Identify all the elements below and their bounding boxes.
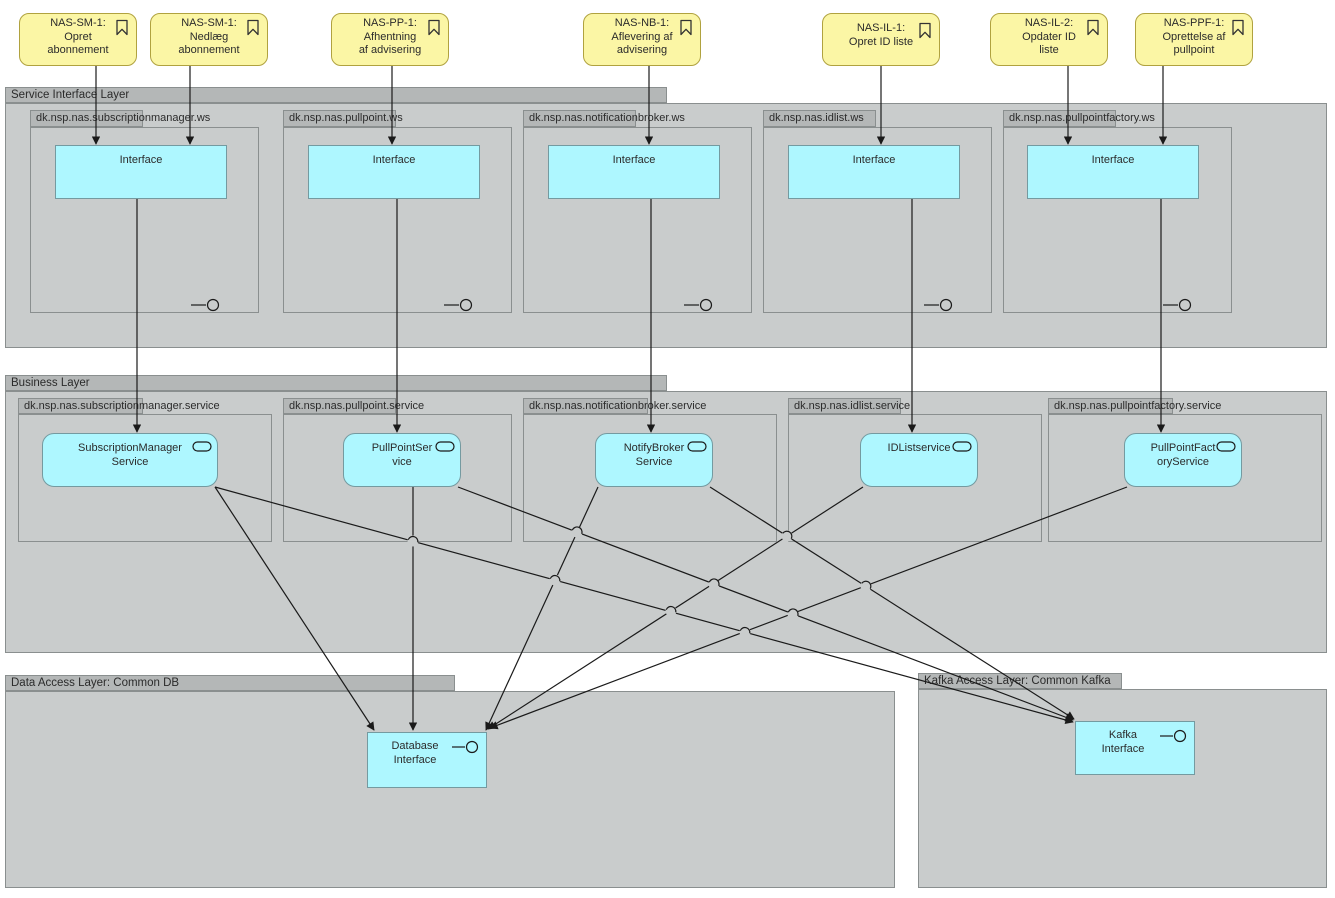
bookmark-icon xyxy=(116,19,128,36)
note-line: Opret ID liste xyxy=(848,35,914,48)
business-service-icon xyxy=(952,441,972,452)
interface-pullpoint-ws[interactable]: Interface xyxy=(308,145,480,312)
group-pullpoint-ws-tab[interactable]: dk.nsp.nas.pullpoint.ws xyxy=(283,110,403,127)
note-line: NAS-IL-2: xyxy=(1024,17,1074,29)
interface-label: Interface xyxy=(852,154,896,166)
note-line: pullpoint xyxy=(1173,44,1215,56)
service-label-line1: IDListservice xyxy=(887,442,951,454)
note-line: NAS-PPF-1: xyxy=(1163,17,1225,29)
interface-notificationbroker-ws[interactable]: Interface xyxy=(548,145,720,312)
db-label-line1: Database xyxy=(391,740,439,752)
service-label-line2: vice xyxy=(392,456,412,468)
note-nas-pp-1[interactable]: NAS-PP-1: Afhentning af advisering xyxy=(331,13,449,66)
layer-data-access-body[interactable] xyxy=(5,691,895,888)
note-nas-sm-1-opret[interactable]: NAS-SM-1: Opret abonnement xyxy=(19,13,137,66)
service-notifybroker[interactable]: NotifyBroker Service xyxy=(595,433,713,487)
bookmark-icon xyxy=(1087,19,1099,36)
service-label-line1: SubscriptionManager xyxy=(78,442,182,454)
note-nas-il-2[interactable]: NAS-IL-2: Opdater ID liste xyxy=(990,13,1108,66)
note-nas-sm-1-nedlaeg[interactable]: NAS-SM-1: Nedlæg abonnement xyxy=(150,13,268,66)
note-line: NAS-NB-1: xyxy=(614,17,670,29)
layer-business-tab[interactable]: Business Layer xyxy=(5,375,667,391)
service-pullpointfactory[interactable]: PullPointFact oryService xyxy=(1124,433,1242,487)
group-subscriptionmanager-service-tab[interactable]: dk.nsp.nas.subscriptionmanager.service xyxy=(18,398,220,414)
service-label-line2: Service xyxy=(111,456,149,468)
service-subscriptionmanager[interactable]: SubscriptionManager Service xyxy=(42,433,218,487)
bookmark-icon xyxy=(680,19,692,36)
note-line: Oprettelse af xyxy=(1162,30,1226,43)
note-nas-ppf-1[interactable]: NAS-PPF-1: Oprettelse af pullpoint xyxy=(1135,13,1253,66)
note-line: abonnement xyxy=(178,44,240,56)
service-label-line2: Service xyxy=(635,456,673,468)
note-line: Nedlæg xyxy=(189,30,229,43)
service-label-line1: PullPointFact xyxy=(1150,442,1216,454)
group-subscriptionmanager-ws-tab[interactable]: dk.nsp.nas.subscriptionmanager.ws xyxy=(30,110,210,127)
service-label-line1: NotifyBroker xyxy=(623,442,685,454)
bookmark-icon xyxy=(1232,19,1244,36)
interface-label: Interface xyxy=(119,154,163,166)
note-line: NAS-IL-1: xyxy=(856,22,906,34)
provided-interface-lollipop-icon xyxy=(1163,298,1192,312)
interface-kafka[interactable]: Kafka Interface xyxy=(1075,721,1195,775)
note-line: liste xyxy=(1039,44,1059,56)
note-line: Opret xyxy=(64,30,92,43)
layer-kafka-access-tab[interactable]: Kafka Access Layer: Common Kafka xyxy=(918,673,1122,689)
interface-label: Interface xyxy=(1091,154,1135,166)
note-line: Opdater ID xyxy=(1022,30,1076,43)
interface-database[interactable]: Database Interface xyxy=(367,732,487,788)
interface-subscriptionmanager-ws[interactable]: Interface xyxy=(55,145,227,312)
note-line: NAS-SM-1: xyxy=(181,17,237,29)
group-pullpointfactory-service-tab[interactable]: dk.nsp.nas.pullpointfactory.service xyxy=(1048,398,1221,414)
bookmark-icon xyxy=(428,19,440,36)
bookmark-icon xyxy=(919,22,931,39)
service-idlist[interactable]: IDListservice xyxy=(860,433,978,487)
provided-interface-lollipop-icon xyxy=(444,298,473,312)
provided-interface-lollipop-icon xyxy=(924,298,953,312)
service-pullpoint[interactable]: PullPointSer vice xyxy=(343,433,461,487)
note-line: abonnement xyxy=(47,44,109,56)
group-idlist-ws-tab[interactable]: dk.nsp.nas.idlist.ws xyxy=(763,110,876,127)
layer-data-access-tab[interactable]: Data Access Layer: Common DB xyxy=(5,675,455,691)
business-service-icon xyxy=(435,441,455,452)
note-line: NAS-SM-1: xyxy=(50,17,106,29)
provided-interface-lollipop-icon xyxy=(191,298,220,312)
group-notificationbroker-service-tab[interactable]: dk.nsp.nas.notificationbroker.service xyxy=(523,398,706,414)
note-line: af advisering xyxy=(358,44,422,56)
layer-kafka-access-body[interactable] xyxy=(918,689,1327,888)
interface-label: Interface xyxy=(372,154,416,166)
group-pullpointfactory-ws-tab[interactable]: dk.nsp.nas.pullpointfactory.ws xyxy=(1003,110,1155,127)
provided-interface-lollipop-icon xyxy=(1160,729,1187,743)
provided-interface-lollipop-icon xyxy=(684,298,713,312)
group-pullpoint-service-tab[interactable]: dk.nsp.nas.pullpoint.service xyxy=(283,398,424,414)
note-line: advisering xyxy=(616,44,668,56)
service-label-line2: oryService xyxy=(1157,456,1209,468)
layer-service-interface-tab[interactable]: Service Interface Layer xyxy=(5,87,667,103)
business-service-icon xyxy=(192,441,212,452)
interface-pullpointfactory-ws[interactable]: Interface xyxy=(1027,145,1199,312)
note-nas-nb-1[interactable]: NAS-NB-1: Aflevering af advisering xyxy=(583,13,701,66)
note-line: Afhentning xyxy=(363,30,417,43)
group-idlist-service-tab[interactable]: dk.nsp.nas.idlist.service xyxy=(788,398,910,414)
note-line: NAS-PP-1: xyxy=(363,17,417,29)
note-nas-il-1[interactable]: NAS-IL-1: Opret ID liste xyxy=(822,13,940,66)
interface-idlist-ws[interactable]: Interface xyxy=(788,145,960,312)
kafka-label-line2: Interface xyxy=(1101,743,1145,755)
bookmark-icon xyxy=(247,19,259,36)
group-notificationbroker-ws-tab[interactable]: dk.nsp.nas.notificationbroker.ws xyxy=(523,110,685,127)
kafka-label-line1: Kafka xyxy=(1108,729,1138,741)
note-line: Aflevering af xyxy=(611,30,673,43)
provided-interface-lollipop-icon xyxy=(452,740,479,754)
db-label-line2: Interface xyxy=(393,754,437,766)
interface-label: Interface xyxy=(612,154,656,166)
service-label-line1: PullPointSer xyxy=(371,442,433,454)
business-service-icon xyxy=(687,441,707,452)
business-service-icon xyxy=(1216,441,1236,452)
